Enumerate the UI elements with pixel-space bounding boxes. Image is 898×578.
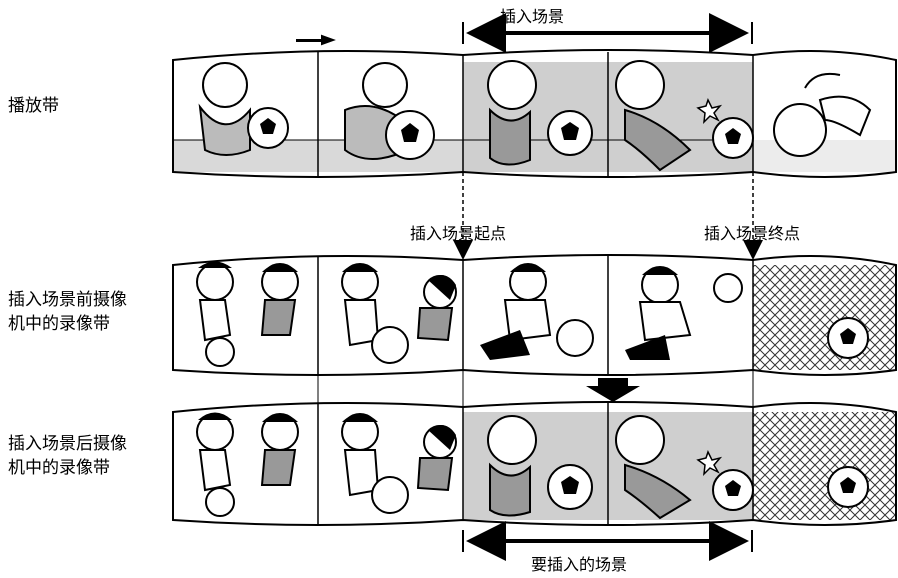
baby-frame-5	[773, 72, 872, 157]
baby-frame-3	[487, 60, 593, 166]
soccer-frame-1	[196, 261, 299, 367]
insert-start-caption: 插入场景起点	[410, 224, 507, 243]
scene-to-insert-span-arrow	[462, 521, 753, 561]
baby-frame-2	[344, 62, 435, 160]
soccer-frame-1-after	[196, 412, 299, 517]
play-direction-arrow	[296, 34, 336, 46]
goal-frame-before	[827, 317, 869, 359]
row-label-playback: 播放带	[8, 96, 59, 116]
insert-end-caption: 插入场景终点	[704, 224, 801, 243]
baby-frame-1	[198, 62, 289, 156]
row-label-after: 插入场景后摄像 机中的录像带	[8, 434, 127, 478]
baby-frame-3-after	[487, 415, 593, 517]
goal-frame-after	[827, 466, 869, 508]
transition-down-arrow	[586, 378, 640, 402]
insert-scene-span-arrow	[462, 13, 753, 53]
after-tape	[172, 401, 897, 526]
row-label-before: 插入场景前摄像 机中的录像带	[8, 290, 127, 334]
baby-frame-4	[615, 60, 754, 172]
before-tape	[172, 254, 897, 376]
baby-frame-4-after	[615, 415, 754, 520]
soccer-frame-4	[625, 266, 743, 360]
soccer-frame-3	[480, 263, 594, 360]
soccer-frame-2	[341, 263, 457, 364]
playback-tape	[172, 49, 897, 178]
soccer-frame-2-after	[341, 413, 457, 514]
